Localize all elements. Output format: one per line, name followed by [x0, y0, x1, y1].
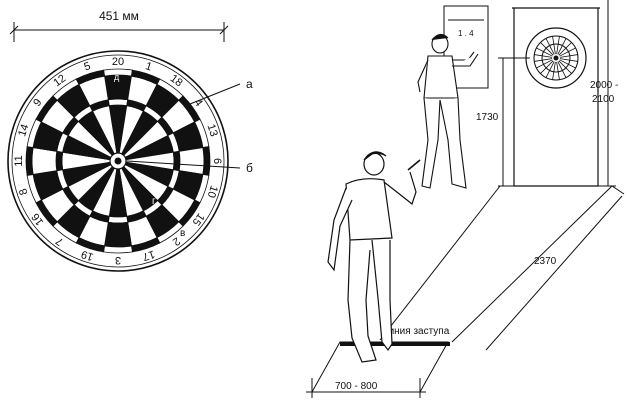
board-height-dimension — [498, 57, 530, 187]
bullseye — [114, 157, 122, 165]
player-far — [417, 33, 479, 189]
leader-lines — [125, 83, 241, 169]
label-b: б — [246, 161, 253, 175]
board-number: 3 — [115, 254, 121, 266]
board-number: 5 — [83, 60, 93, 73]
board-number: 8 — [17, 187, 30, 197]
distance-label: 2370 — [534, 256, 557, 267]
throw-line-label: Линия заступа — [382, 326, 450, 337]
label-v: в — [180, 228, 185, 239]
board-number: 18 — [168, 72, 185, 89]
board-width-dimension — [9, 22, 229, 42]
board-number: 19 — [80, 248, 95, 263]
width-label: 700 - 800 — [335, 381, 378, 392]
board-segment — [104, 221, 132, 248]
board-number: 10 — [205, 184, 220, 199]
board-number: 13 — [205, 123, 220, 138]
board-number: 11 — [13, 155, 25, 166]
board-segment — [202, 146, 211, 176]
player-near — [327, 151, 421, 363]
board-number: 1 — [144, 60, 154, 73]
board-segment — [55, 150, 64, 172]
leader-b — [125, 160, 241, 169]
ceiling-dimension — [600, 0, 616, 187]
ceiling-label-2: 2100 — [592, 94, 615, 105]
board-segment — [172, 150, 181, 172]
board-number: 14 — [16, 123, 31, 138]
leader-a — [189, 83, 241, 105]
board-number: 6 — [211, 158, 223, 164]
throw-line-area — [311, 341, 450, 393]
svg-text:1 . 4: 1 . 4 — [458, 29, 474, 38]
board-height-label: 1730 — [476, 112, 499, 123]
board-segment — [31, 147, 58, 175]
board-number: 20 — [112, 56, 124, 68]
board-segment — [75, 69, 106, 85]
label-d: д — [114, 72, 120, 82]
floor-lane — [379, 185, 625, 351]
board-width-label: 451 мм — [99, 9, 139, 23]
board-number: 12 — [51, 72, 68, 89]
board-segment — [107, 98, 129, 107]
wall-board — [525, 27, 587, 89]
board-segment — [178, 147, 205, 175]
board-segment — [103, 245, 133, 254]
board-number: 15 — [190, 211, 207, 228]
board-number: 16 — [29, 211, 46, 228]
ceiling-label-1: 2000 - — [590, 80, 618, 91]
board-segments — [25, 68, 211, 254]
board-inner-rim — [11, 54, 225, 268]
label-a: а — [246, 77, 253, 91]
label-g: г — [152, 196, 156, 207]
width-dimension — [306, 378, 426, 398]
board-segment — [25, 146, 34, 176]
board-number: 17 — [141, 248, 156, 263]
board-segment — [107, 215, 129, 224]
